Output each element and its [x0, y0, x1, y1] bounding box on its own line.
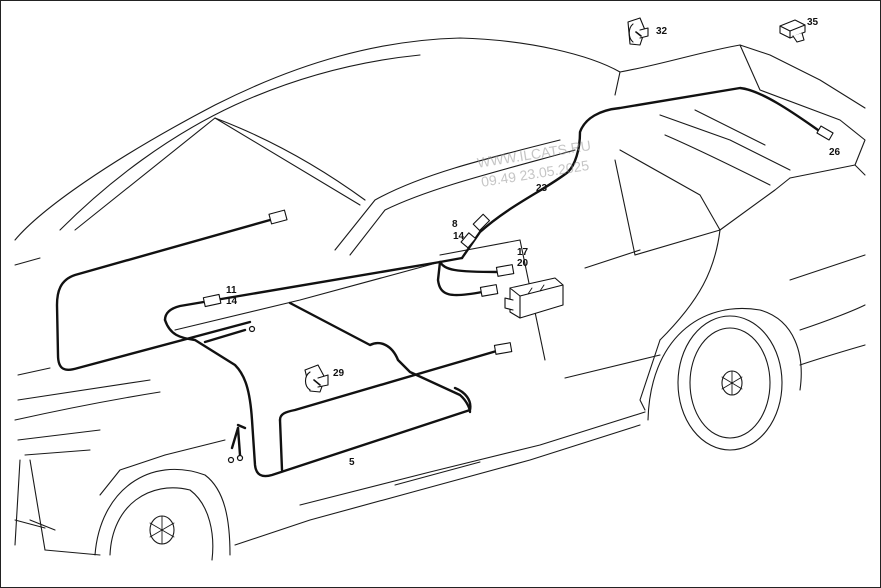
callout-32: 32	[656, 26, 668, 37]
callout-11: 11	[226, 285, 237, 296]
car-body	[14, 37, 866, 556]
wiring-harness	[55, 86, 827, 478]
callout-14-lower: 14	[226, 296, 238, 307]
callout-5: 5	[349, 457, 355, 468]
callout-23: 23	[536, 183, 548, 194]
wire-terminals	[227, 325, 256, 464]
control-module-icon	[504, 277, 564, 319]
callout-29: 29	[333, 368, 345, 379]
front-wheel	[94, 468, 231, 561]
callout-20: 20	[517, 258, 529, 269]
callout-35: 35	[807, 17, 819, 28]
callout-17: 17	[517, 247, 529, 258]
speaker-icon	[304, 364, 329, 393]
clip-icon	[779, 19, 806, 43]
connector-icon	[202, 125, 834, 355]
speaker-icon	[627, 17, 649, 46]
callout-26: 26	[829, 147, 841, 158]
rear-wheel	[647, 308, 802, 451]
callout-8: 8	[452, 219, 458, 230]
callout-14-upper: 14	[453, 231, 465, 242]
